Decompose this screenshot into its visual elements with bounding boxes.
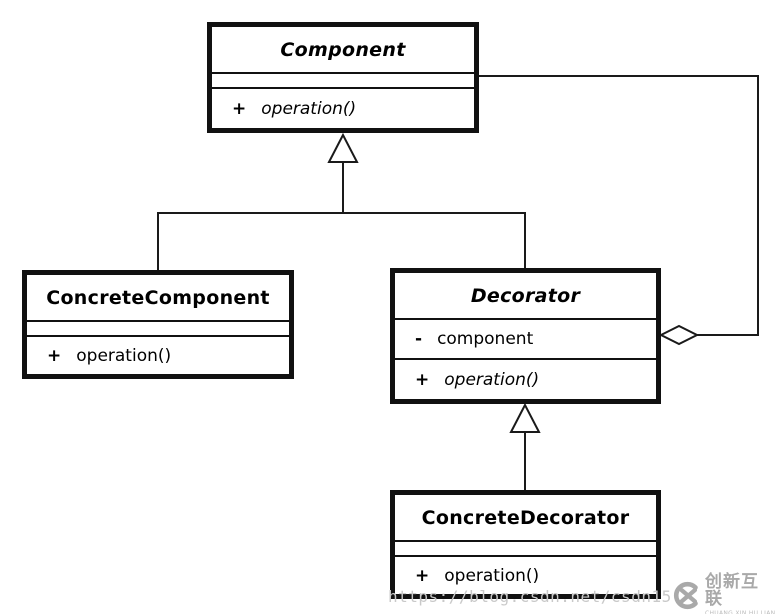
inheritance-triangle-icon — [509, 402, 541, 433]
class-box-concrete-component: ConcreteComponent + operation() — [22, 270, 294, 379]
logo-text-block: 创新互联 CHUANG XIN HU LIAN — [705, 574, 776, 614]
method-signature: operation() — [76, 345, 172, 366]
methods-section: + operation() — [212, 89, 474, 128]
inheritance-triangle-icon — [327, 132, 359, 163]
logo-name-text: 创新互联 — [705, 572, 759, 609]
attribute-row: - component — [395, 329, 656, 349]
watermark-logo: 创新互联 CHUANG XIN HU LIAN — [671, 574, 776, 614]
csdn-x-circle-icon — [671, 580, 702, 611]
method-signature: operation() — [444, 369, 540, 390]
attribute-name: component — [437, 329, 534, 349]
aggregation-diamond-icon — [658, 324, 700, 346]
class-name-concrete-component: ConcreteComponent — [27, 275, 289, 322]
class-box-decorator: Decorator - component + operation() — [390, 268, 661, 404]
method-signature: operation() — [261, 98, 357, 119]
method-row: + operation() — [212, 99, 474, 119]
logo-caption-text: CHUANG XIN HU LIAN — [705, 610, 776, 614]
attributes-section-empty — [212, 74, 474, 89]
watermark-url-text: https://blog.csdn.net/csdn15 — [388, 587, 672, 606]
visibility-symbol: + — [415, 565, 430, 586]
aggregation-line — [478, 75, 759, 336]
visibility-symbol: + — [47, 345, 62, 366]
visibility-symbol: + — [415, 369, 430, 390]
method-row: + operation() — [395, 566, 656, 586]
class-box-component: Component + operation() — [207, 22, 479, 133]
method-row: + operation() — [27, 346, 289, 366]
class-name-decorator: Decorator — [395, 273, 656, 320]
attributes-section: - component — [395, 320, 656, 360]
class-box-concrete-decorator: ConcreteDecorator + operation() — [390, 490, 661, 599]
methods-section: + operation() — [395, 360, 656, 399]
methods-section: + operation() — [395, 557, 656, 594]
methods-section: + operation() — [27, 337, 289, 374]
attributes-section-empty — [27, 322, 289, 337]
class-name-concrete-decorator: ConcreteDecorator — [395, 495, 656, 542]
generalization-branch-lines — [157, 212, 526, 270]
attributes-section-empty — [395, 542, 656, 557]
visibility-symbol: + — [232, 98, 247, 119]
visibility-symbol: - — [415, 329, 423, 349]
class-name-component: Component — [212, 27, 474, 74]
method-signature: operation() — [444, 565, 540, 586]
method-row: + operation() — [395, 370, 656, 390]
